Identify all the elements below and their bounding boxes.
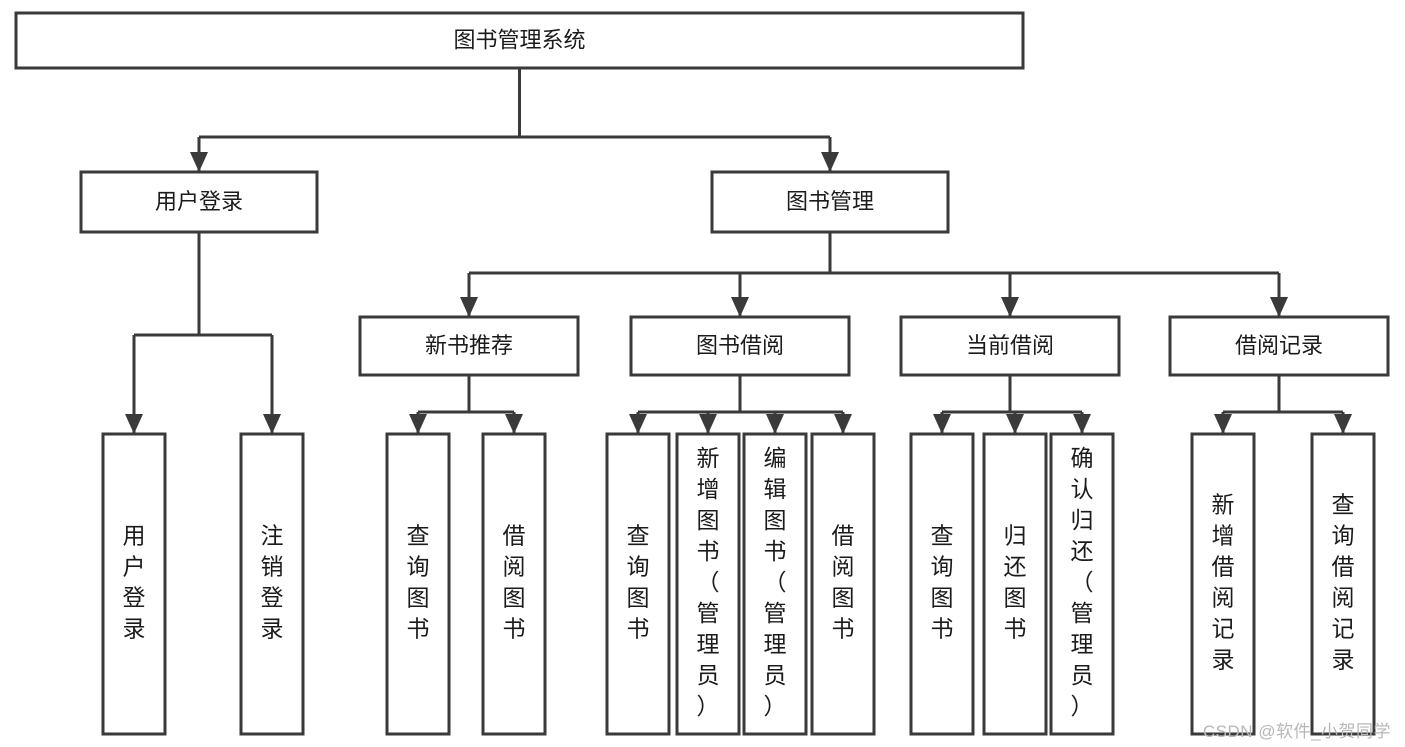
node-box[interactable]: [909, 432, 975, 736]
node-book-manage[interactable]: 图书管理: [710, 170, 950, 234]
arrow-head-icon: [1270, 297, 1288, 317]
node-label: 图书管理: [786, 189, 874, 214]
arrow-head-icon: [821, 152, 839, 172]
node-label: 编辑图书（管理员）: [764, 445, 787, 719]
arrow-head-icon: [1006, 414, 1024, 434]
arrow-head-icon: [263, 414, 281, 434]
node-box[interactable]: [605, 432, 671, 736]
node-layer: 图书管理系统用户登录用户登录注销登录图书管理新书推荐查询图书借阅图书图书借阅查询…: [14, 11, 1390, 736]
node-borrow-record[interactable]: 借阅记录: [1168, 315, 1390, 377]
node-box[interactable]: [101, 432, 167, 736]
node-label: 查询图书: [407, 523, 430, 642]
node-box[interactable]: [899, 315, 1121, 377]
arrow-head-icon: [190, 152, 208, 172]
node-user-login[interactable]: 用户登录: [79, 170, 319, 234]
node-book-borrow[interactable]: 图书借阅: [629, 315, 851, 377]
arrow-head-icon: [125, 414, 143, 434]
node-bb-edit-book[interactable]: 编辑图书（管理员）: [742, 432, 808, 736]
arrow-head-icon: [1073, 414, 1091, 434]
node-label: 查询借阅记录: [1332, 492, 1355, 673]
node-label: 借阅图书: [503, 523, 526, 642]
connector-layer: [125, 68, 1352, 434]
arrow-head-icon: [766, 414, 784, 434]
node-box[interactable]: [1168, 315, 1390, 377]
node-cb-confirm-return[interactable]: 确认归还（管理员）: [1049, 432, 1115, 736]
arrow-head-icon: [460, 297, 478, 317]
node-box[interactable]: [710, 170, 950, 234]
node-label: 图书管理系统: [453, 27, 585, 52]
node-cb-query-book[interactable]: 查询图书: [909, 432, 975, 736]
node-label: 查询图书: [931, 523, 954, 642]
node-label: 图书借阅: [696, 333, 784, 358]
node-box[interactable]: [742, 432, 808, 736]
arrow-head-icon: [629, 414, 647, 434]
arrow-head-icon: [505, 414, 523, 434]
arrow-head-icon: [699, 414, 717, 434]
node-label: 新增图书（管理员）: [697, 445, 720, 719]
arrow-head-icon: [1334, 414, 1352, 434]
node-label: 借阅图书: [832, 523, 855, 642]
node-br-query-record[interactable]: 查询借阅记录: [1310, 432, 1376, 736]
node-user-login-do[interactable]: 用户登录: [101, 432, 167, 736]
node-bb-borrow-book[interactable]: 借阅图书: [810, 432, 876, 736]
node-cb-return-book[interactable]: 归还图书: [982, 432, 1048, 736]
node-label: 查询图书: [627, 523, 650, 642]
node-box[interactable]: [810, 432, 876, 736]
node-box[interactable]: [14, 11, 1025, 70]
arrow-head-icon: [1001, 297, 1019, 317]
node-br-add-record[interactable]: 新增借阅记录: [1190, 432, 1256, 736]
node-label: 新书推荐: [425, 333, 513, 358]
node-label: 用户登录: [155, 189, 243, 214]
node-label: 确认归还（管理员）: [1071, 445, 1094, 719]
node-box[interactable]: [1049, 432, 1115, 736]
node-user-logout[interactable]: 注销登录: [239, 432, 305, 736]
node-box[interactable]: [982, 432, 1048, 736]
node-label: 归还图书: [1004, 523, 1027, 642]
node-box[interactable]: [629, 315, 851, 377]
node-label: 新增借阅记录: [1212, 492, 1235, 673]
node-label: 借阅记录: [1235, 333, 1323, 358]
node-nbr-borrow-book[interactable]: 借阅图书: [481, 432, 547, 736]
arrow-head-icon: [834, 414, 852, 434]
arrow-head-icon: [933, 414, 951, 434]
arrow-head-icon: [409, 414, 427, 434]
arrow-head-icon: [731, 297, 749, 317]
node-label: 注销登录: [261, 523, 284, 642]
node-box[interactable]: [358, 315, 580, 377]
node-bb-add-book[interactable]: 新增图书（管理员）: [675, 432, 741, 736]
arrow-head-icon: [1214, 414, 1232, 434]
node-box[interactable]: [675, 432, 741, 736]
node-box[interactable]: [481, 432, 547, 736]
node-label: 用户登录: [123, 523, 146, 642]
node-box[interactable]: [239, 432, 305, 736]
node-box[interactable]: [79, 170, 319, 234]
node-label: 当前借阅: [966, 333, 1054, 358]
node-box[interactable]: [385, 432, 451, 736]
node-box[interactable]: [1310, 432, 1376, 736]
node-current-borrow[interactable]: 当前借阅: [899, 315, 1121, 377]
node-nbr-query-book[interactable]: 查询图书: [385, 432, 451, 736]
node-root[interactable]: 图书管理系统: [14, 11, 1025, 70]
node-bb-query-book[interactable]: 查询图书: [605, 432, 671, 736]
node-box[interactable]: [1190, 432, 1256, 736]
node-new-book-recommend[interactable]: 新书推荐: [358, 315, 580, 377]
